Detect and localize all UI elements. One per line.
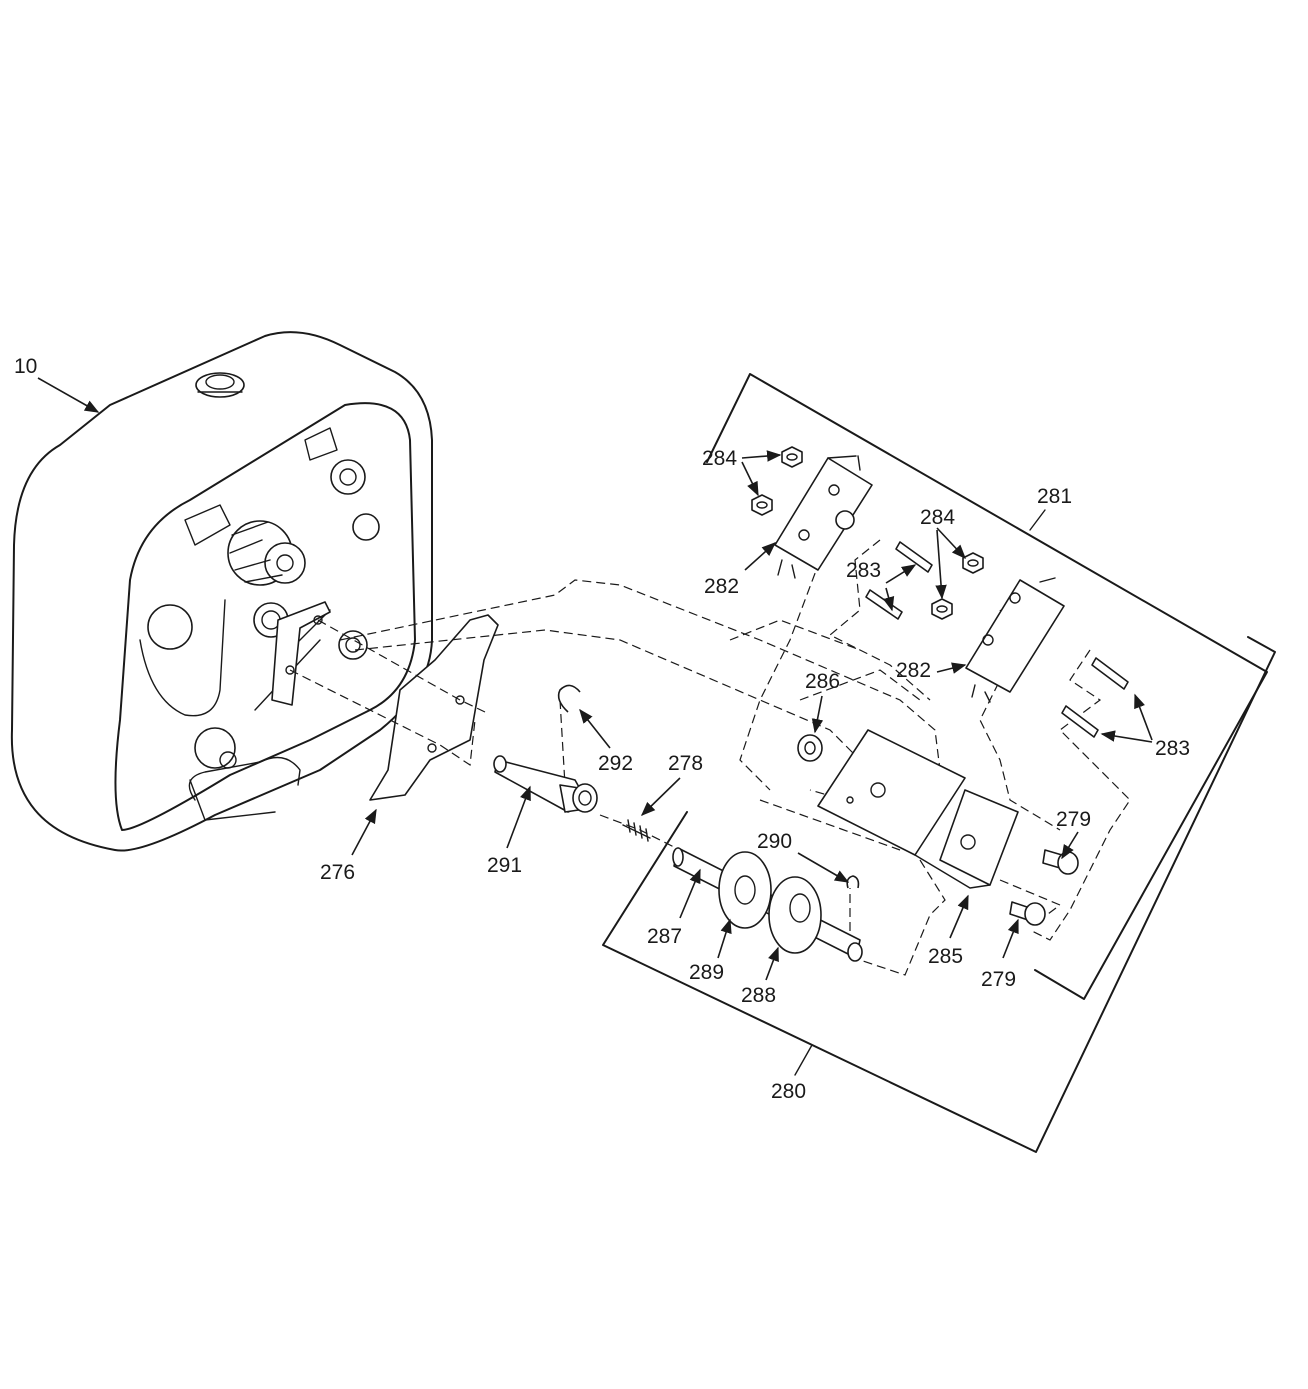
callout-282-b: 282: [896, 659, 931, 682]
gasket-part-276: [369, 614, 499, 801]
housing-part-10: [10, 331, 433, 852]
callout-286: 286: [805, 670, 840, 693]
callout-291: 291: [487, 854, 522, 877]
callout-279-b: 279: [981, 968, 1016, 991]
washer-part-286: [797, 734, 823, 762]
callout-10: 10: [14, 355, 37, 378]
callout-292: 292: [598, 752, 633, 775]
retaining-ring-part-292: [557, 684, 581, 713]
callout-288: 288: [741, 984, 776, 1007]
callout-280: 280: [771, 1080, 806, 1103]
callout-289: 289: [689, 961, 724, 984]
callout-284-b: 284: [920, 506, 955, 529]
callout-285: 285: [928, 945, 963, 968]
callout-281: 281: [1037, 485, 1072, 508]
callout-287: 287: [647, 925, 682, 948]
callout-labels: 10 276 291 292 278 286 284 282 281 284 2…: [14, 355, 1190, 1103]
callout-283-a: 283: [846, 559, 881, 582]
kit-outline-280: [602, 636, 1276, 1153]
callout-282-a: 282: [704, 575, 739, 598]
switch-part-282-lower: [965, 577, 1065, 703]
leader-arrows: [37, 377, 1153, 1076]
kit-outline-281: [706, 373, 1268, 1000]
cam-disc-part-288: [768, 876, 822, 954]
cam-disc-part-289: [718, 851, 772, 929]
spring-part-278: [622, 819, 651, 842]
callout-290: 290: [757, 830, 792, 853]
callout-284-a: 284: [702, 447, 737, 470]
callout-283-b: 283: [1155, 737, 1190, 760]
shaft-part-291: [493, 755, 598, 813]
screw-part-279: [1009, 849, 1079, 926]
clip-part-290: [846, 875, 860, 889]
callout-276: 276: [320, 861, 355, 884]
callout-279-a: 279: [1056, 808, 1091, 831]
callout-278: 278: [668, 752, 703, 775]
switch-part-282-upper: [774, 455, 873, 579]
bracket-part-285: [817, 729, 1019, 889]
